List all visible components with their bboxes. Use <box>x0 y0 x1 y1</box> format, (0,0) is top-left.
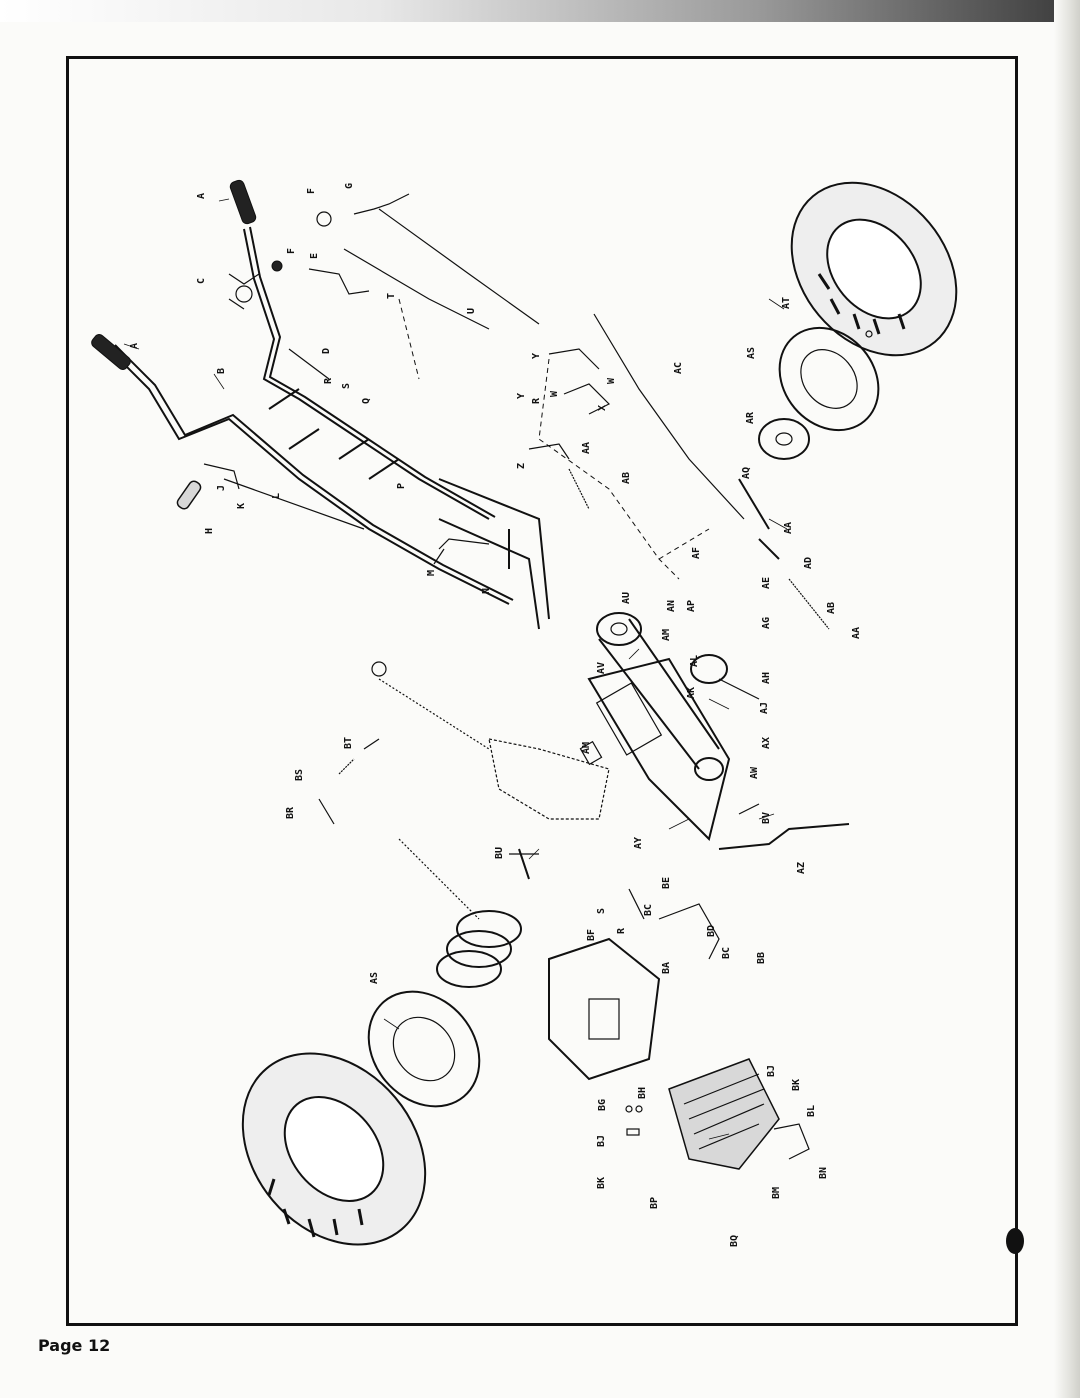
callout-bu: BU <box>494 847 505 859</box>
callout-bj-right: BJ <box>766 1065 777 1077</box>
callout-bd: BD <box>706 925 717 937</box>
callout-ax: AX <box>761 737 772 749</box>
callout-ac: AC <box>673 362 684 374</box>
callout-ah: AH <box>761 672 772 684</box>
diagram-frame <box>66 56 1018 1326</box>
callout-an: AN <box>666 600 677 612</box>
callout-bc-lower: BC <box>721 947 732 959</box>
drive-assembly <box>318 612 850 880</box>
callout-am-lower: AM <box>581 742 592 754</box>
callout-n: N <box>481 588 492 594</box>
callout-aq: AQ <box>741 467 752 479</box>
callout-aa-lower: AA <box>851 627 862 639</box>
callout-bn: BN <box>818 1167 829 1179</box>
scan-shadow-right <box>1054 0 1080 1398</box>
callout-al: AL <box>689 655 700 667</box>
callout-l: L <box>271 493 282 499</box>
callout-ay: AY <box>633 837 644 849</box>
scan-artifact <box>1006 1228 1024 1254</box>
callout-p: P <box>396 483 407 489</box>
callout-be: BE <box>661 877 672 889</box>
callout-s-upper: S <box>341 383 352 389</box>
callout-z: Z <box>516 463 527 469</box>
callout-bb: BB <box>756 952 767 964</box>
callout-ad: AD <box>803 557 814 569</box>
callout-aw: AW <box>749 766 760 779</box>
callout-bs: BS <box>294 769 305 781</box>
callout-aa-upper: AA <box>581 442 592 454</box>
callout-bv: BV <box>761 812 772 824</box>
callout-ab-upper: AB <box>621 472 632 484</box>
callout-bh: BH <box>637 1087 648 1099</box>
callout-bm: BM <box>771 1187 782 1199</box>
callout-bt: BT <box>343 737 354 749</box>
callout-br: BR <box>285 806 296 819</box>
leader-lines <box>123 198 788 1140</box>
callout-aj: AJ <box>759 702 770 714</box>
callout-aa-mid: AA <box>783 522 794 534</box>
callout-af: AF <box>691 547 702 559</box>
callout-r-lower: R <box>616 927 627 934</box>
callout-az: AZ <box>796 862 807 874</box>
callout-bf: BF <box>586 929 597 941</box>
callout-bg: BG <box>597 1099 608 1111</box>
callout-b: B <box>216 368 227 374</box>
callout-ab-lower: AB <box>826 602 837 614</box>
callout-g: G <box>344 183 355 189</box>
callout-bp: BP <box>649 1197 660 1209</box>
callout-bl: BL <box>806 1105 817 1117</box>
callout-d: D <box>321 348 332 354</box>
callout-as-lower: AS <box>369 972 380 984</box>
callout-q: Q <box>361 398 372 404</box>
callout-am-upper: AM <box>661 629 672 641</box>
callout-at: AT <box>781 297 792 309</box>
callout-c: C <box>196 278 207 284</box>
callout-bk-left: BK <box>596 1177 607 1189</box>
callout-t: T <box>386 293 397 299</box>
callout-bj-left: BJ <box>596 1135 607 1147</box>
lower-wheel-and-engine <box>241 838 810 1246</box>
callout-y-lower: Y <box>516 393 527 399</box>
scan-shadow-top <box>0 0 1080 22</box>
upper-wheel-assembly <box>778 181 958 432</box>
callout-ae: AE <box>761 577 772 589</box>
callout-u: U <box>466 308 477 314</box>
callout-r-mid: R <box>531 397 542 404</box>
callout-j: J <box>216 485 227 491</box>
callout-w-lower: W <box>549 390 560 397</box>
handle-bar-assembly <box>91 179 830 630</box>
callout-a-top: A <box>196 193 207 199</box>
callout-ar: AR <box>745 411 756 424</box>
callout-labels: A A B C D E F F G H J K L M N P Q R R R … <box>129 183 862 1247</box>
callout-ba: BA <box>661 962 672 974</box>
callout-ap: AP <box>686 600 697 612</box>
callout-r-upper: R <box>323 377 334 384</box>
callout-y-upper: Y <box>531 353 542 359</box>
callout-bc-upper: BC <box>643 904 654 916</box>
callout-w-upper: W <box>606 377 617 384</box>
callout-e: E <box>309 253 320 259</box>
callout-f-upper: F <box>306 188 317 194</box>
callout-m: M <box>426 570 437 576</box>
callout-as-upper: AS <box>746 347 757 359</box>
callout-av: AV <box>596 662 607 674</box>
callout-ak: AK <box>686 687 697 699</box>
callout-bk-right: BK <box>791 1079 802 1091</box>
callout-a-left: A <box>129 343 140 349</box>
callout-au: AU <box>621 592 632 604</box>
page-number: Page 12 <box>38 1336 111 1355</box>
callout-h: H <box>204 528 215 534</box>
exploded-parts-diagram: A A B C D E F F G H J K L M N P Q R R R … <box>91 179 958 1247</box>
callout-ag: AG <box>761 617 772 629</box>
callout-x: X <box>597 405 608 411</box>
callout-f-lower: F <box>286 248 297 254</box>
callout-k: K <box>236 503 247 509</box>
callout-bq: BQ <box>729 1235 740 1247</box>
callout-s-lower: S <box>596 908 607 914</box>
